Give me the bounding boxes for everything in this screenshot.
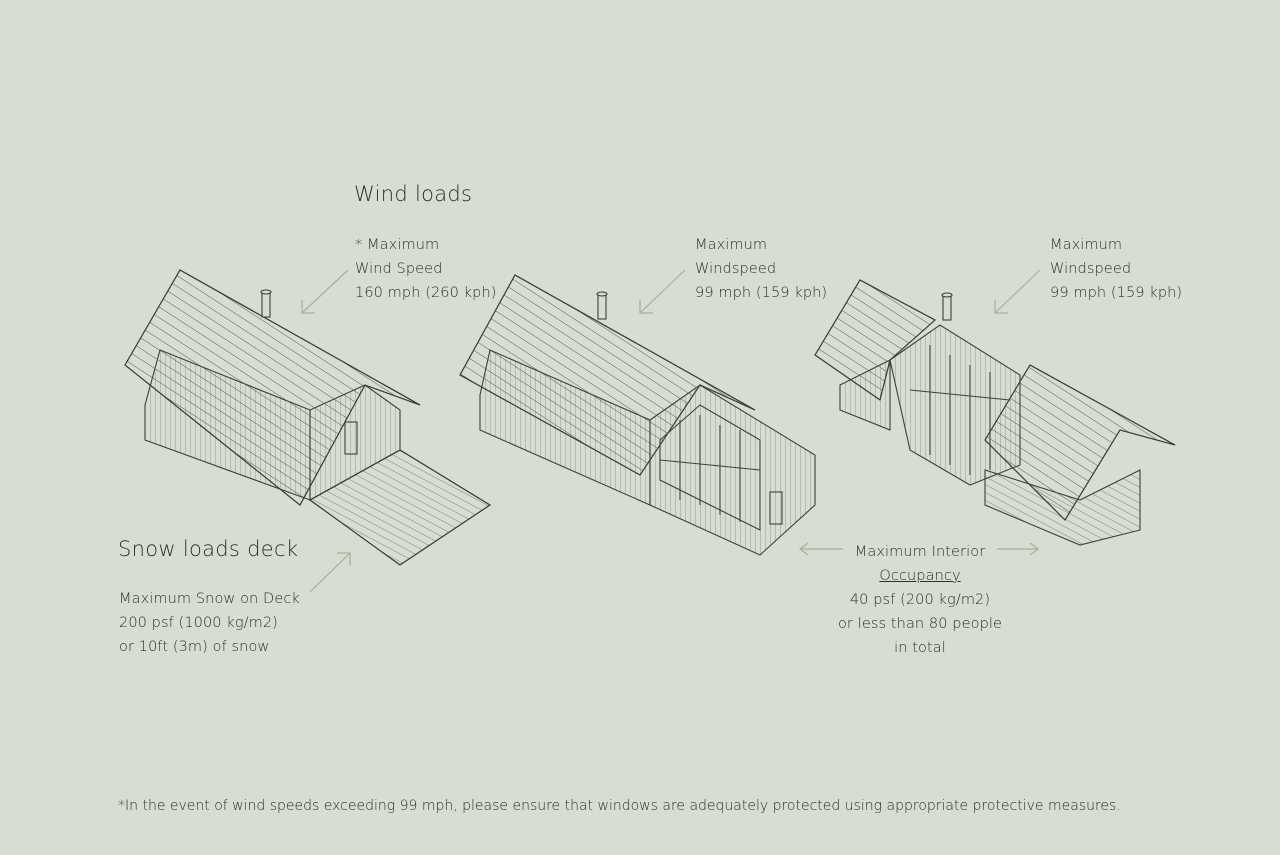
cabin-1-line-3: 160 mph (260 kph): [355, 285, 497, 301]
occupancy-arrow-right: [997, 542, 1039, 556]
cabin-3: [814, 279, 1176, 546]
cabin-3-line-1: Maximum: [1050, 237, 1123, 253]
cabin-3-wind-label: Maximum Windspeed 99 mph (159 kph): [1050, 233, 1182, 305]
wind-arrow-2: [639, 269, 686, 314]
cabin-3-line-2: Windspeed: [1050, 261, 1132, 277]
occupancy-line-4: or less than 80 people: [837, 616, 1003, 632]
wind-loads-heading: Wind loads: [354, 182, 473, 206]
cabin-2-line-3: 99 mph (159 kph): [695, 285, 828, 301]
snow-loads-heading: Snow loads deck: [118, 537, 299, 561]
cabin-2-line-2: Windspeed: [695, 261, 777, 277]
snow-arrow: [309, 552, 351, 593]
wind-arrow-1: [301, 269, 349, 314]
wind-arrow-3: [994, 269, 1041, 314]
snow-line-2: 200 psf (1000 kg/m2): [119, 615, 278, 631]
snow-line-1: Maximum Snow on Deck: [119, 591, 300, 607]
occupancy-line-2: Occupancy: [879, 568, 961, 584]
cabin-2-line-1: Maximum: [695, 237, 768, 253]
occupancy-arrow-left: [799, 542, 843, 556]
cabin-2: [459, 274, 816, 556]
cabin-3-line-3: 99 mph (159 kph): [1050, 285, 1183, 301]
occupancy-line-1: Maximum Interior: [854, 544, 986, 560]
cabin-2-wind-label: Maximum Windspeed 99 mph (159 kph): [695, 233, 827, 305]
occupancy-line-3: 40 psf (200 kg/m2): [849, 592, 991, 608]
cabin-1: [124, 269, 492, 566]
snow-line-3: or 10ft (3m) of snow: [119, 639, 270, 655]
footnote: *In the event of wind speeds exceeding 9…: [118, 798, 1121, 814]
occupancy-label: Maximum Interior Occupancy 40 psf (200 k…: [820, 540, 1020, 660]
snow-load-label: Maximum Snow on Deck 200 psf (1000 kg/m2…: [119, 587, 300, 659]
cabin-1-line-1: * Maximum: [355, 237, 440, 253]
cabin-1-wind-label: * Maximum Wind Speed 160 mph (260 kph): [355, 233, 497, 305]
cabin-1-line-2: Wind Speed: [355, 261, 443, 277]
occupancy-line-5: in total: [894, 640, 946, 656]
